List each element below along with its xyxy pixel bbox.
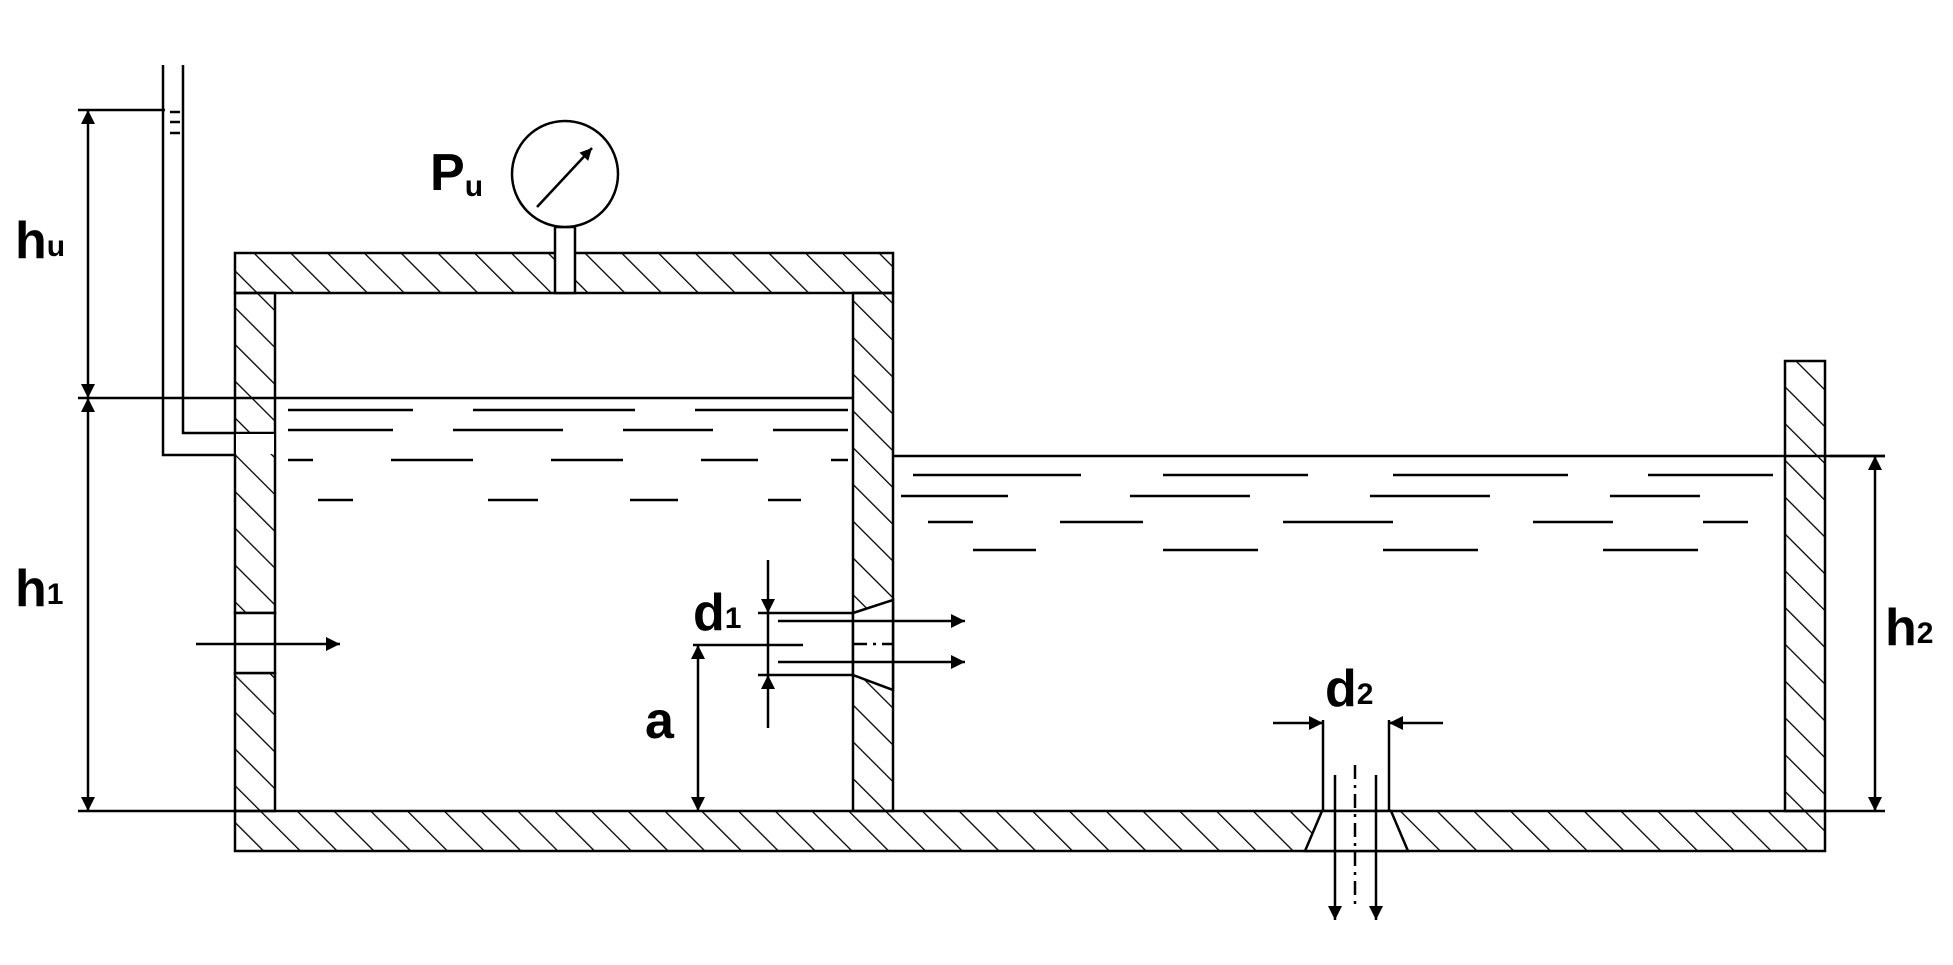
- label-d1: d1: [693, 584, 741, 642]
- piezometer-tube: [161, 65, 275, 457]
- bottom-nozzle: [1303, 809, 1410, 853]
- label-h1: h1: [15, 560, 63, 618]
- dimension-a: [691, 643, 803, 811]
- label-pressure: Pu: [430, 144, 483, 203]
- label-a: a: [645, 692, 675, 750]
- left-water-dashes: [288, 408, 848, 502]
- dimension-d1: [758, 560, 853, 728]
- label-hu: hu: [15, 212, 65, 270]
- extension-lines: [78, 108, 1885, 813]
- left-tank: [233, 251, 895, 813]
- label-d2: d2: [1325, 660, 1373, 718]
- partition-wall: [851, 291, 895, 813]
- flow-arrows: [196, 614, 1383, 920]
- pressure-gauge-icon: [510, 119, 620, 295]
- dimension-d2: [1273, 716, 1443, 811]
- partition-nozzle: [851, 598, 895, 692]
- left-tank-left-wall-lower: [233, 671, 277, 813]
- right-water-dashes: [901, 473, 1773, 552]
- right-tank-wall: [1783, 359, 1827, 813]
- bottom-wall: [233, 809, 1827, 853]
- label-h2: h2: [1885, 599, 1933, 657]
